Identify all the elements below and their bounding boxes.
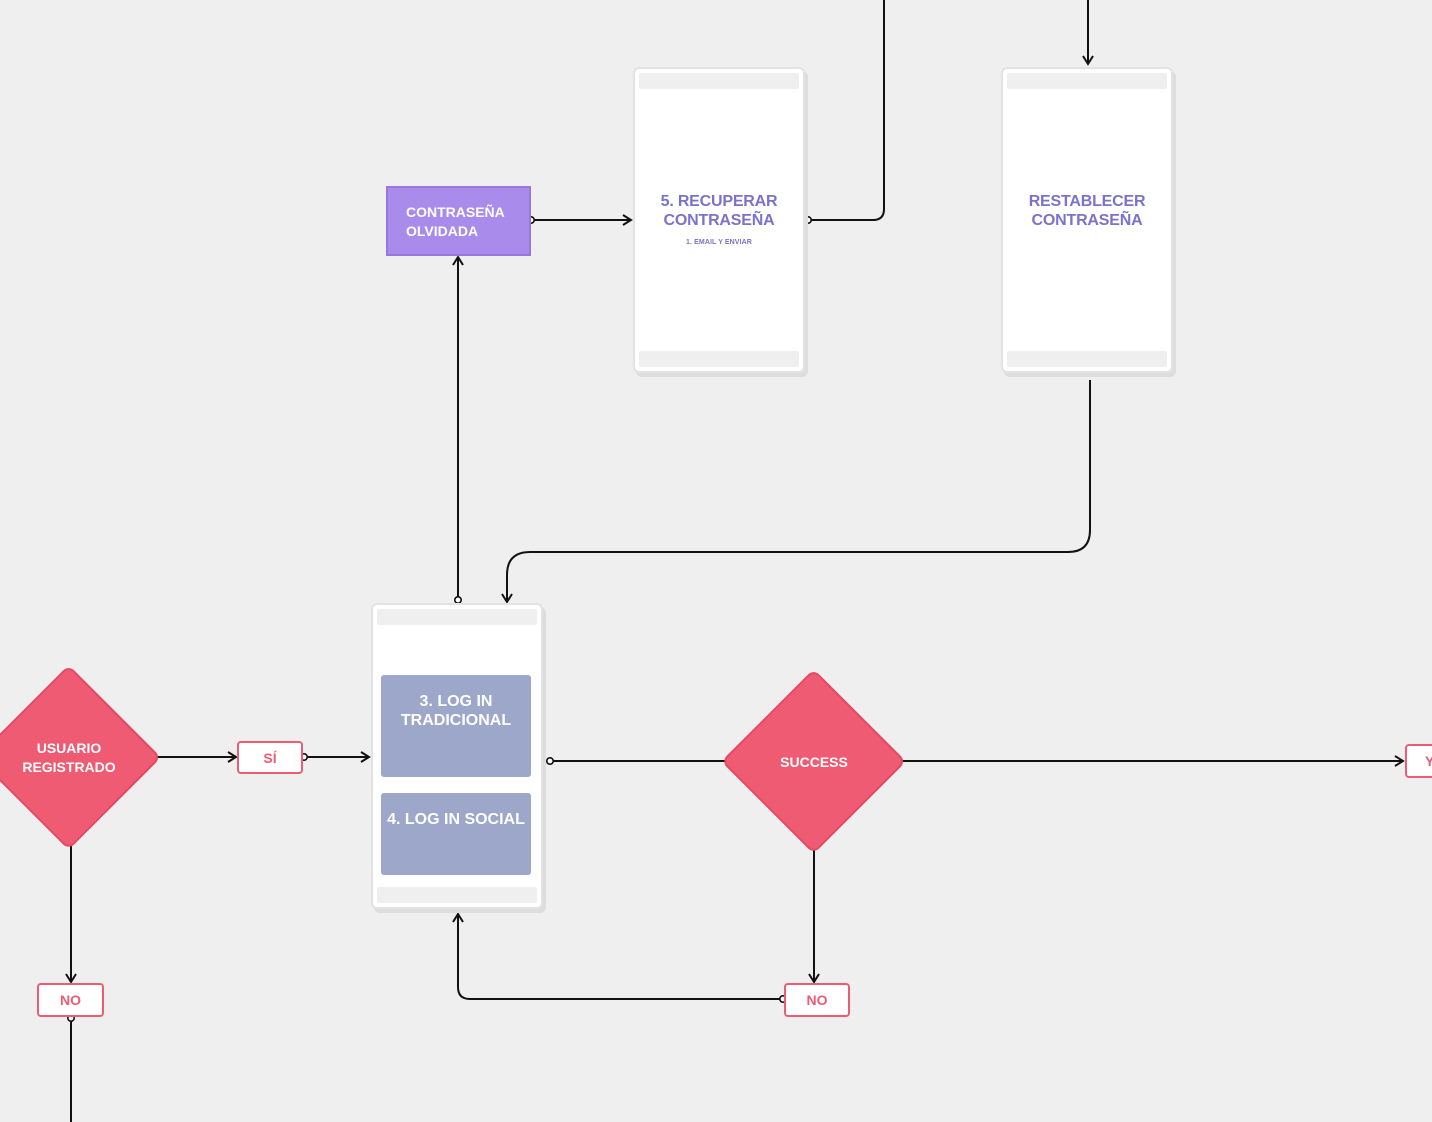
decision-registered-label: USUARIO REGISTRADO (22, 740, 116, 775)
screen-recover-password[interactable]: 5. RECUPERAR CONTRASEÑA 1. EMAIL Y ENVIA… (633, 67, 805, 373)
decision-success-label: SUCCESS (780, 753, 848, 770)
connector-no-to-login (452, 912, 783, 1000)
screen-nav-bar (639, 351, 799, 367)
screen-reset-password[interactable]: RESTABLECER CONTRASEÑA (1001, 67, 1173, 373)
screen-status-bar (1007, 73, 1167, 89)
login-social-option[interactable]: 4. LOG IN SOCIAL (381, 793, 531, 875)
connector-reset-to-login (501, 380, 1091, 604)
screen-recover-subtitle: 1. EMAIL Y ENVIAR (686, 239, 752, 246)
decision-success[interactable]: SUCCESS (713, 661, 915, 863)
screen-login[interactable]: 3. LOG IN TRADICIONAL 4. LOG IN SOCIAL (371, 603, 543, 909)
login-traditional-option[interactable]: 3. LOG IN TRADICIONAL (381, 675, 531, 777)
screen-nav-bar (1007, 351, 1167, 367)
screen-reset-title: RESTABLECER CONTRASEÑA (1028, 193, 1146, 229)
screen-nav-bar (377, 887, 537, 903)
tag-yes-success[interactable]: Y (1405, 744, 1432, 778)
tag-no-success[interactable]: NO (784, 983, 850, 1017)
screen-recover-title: 5. RECUPERAR CONTRASEÑA (660, 193, 778, 229)
tag-no-registered[interactable]: NO (37, 983, 104, 1017)
screen-status-bar (377, 609, 537, 625)
tag-yes[interactable]: SÍ (237, 741, 303, 774)
screen-status-bar (639, 73, 799, 89)
decision-registered-user[interactable]: USUARIO REGISTRADO (0, 657, 170, 859)
connector-recover-to-top (808, 0, 885, 221)
forgot-password-node[interactable]: CONTRASEÑA OLVIDADA (386, 186, 531, 256)
